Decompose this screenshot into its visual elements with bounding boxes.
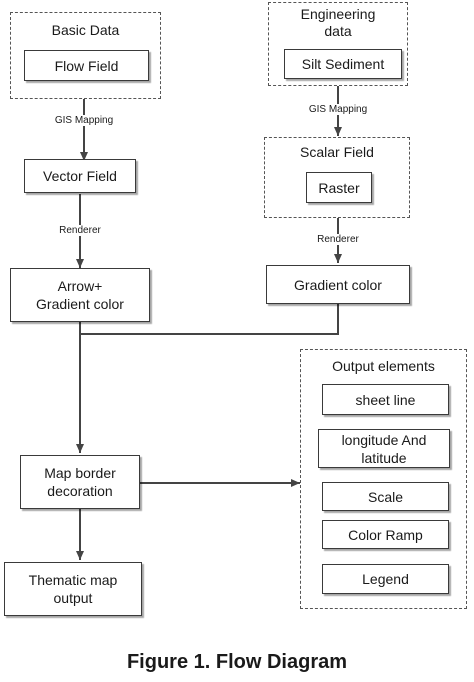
gradient-color-node: Gradient color (266, 265, 410, 304)
engineering-data-title: Engineering data (300, 6, 376, 39)
engineering-data-group: Engineering data (268, 2, 408, 86)
scale-node: Scale (322, 482, 449, 511)
raster-node: Raster (306, 172, 372, 203)
output-elements-group: Output elements (300, 349, 467, 609)
figure-caption: Figure 1. Flow Diagram (126, 651, 348, 673)
flow-field-node: Flow Field (24, 50, 149, 81)
edge-gradient-to-merge (80, 304, 339, 335)
scalar-field-title: Scalar Field (300, 144, 374, 160)
gis-mapping-right-label: GIS Mapping (306, 104, 370, 115)
arrow-gradient-node: Arrow+ Gradient color (10, 268, 150, 322)
basic-data-title: Basic Data (51, 22, 120, 38)
gis-mapping-left-label: GIS Mapping (52, 115, 116, 126)
output-elements-title: Output elements (332, 358, 435, 374)
renderer-right-label: Renderer (315, 234, 361, 245)
renderer-left-label: Renderer (57, 225, 103, 236)
legend-node: Legend (322, 564, 449, 594)
scalar-field-group: Scalar Field (264, 137, 410, 218)
basic-data-group: Basic Data (10, 12, 161, 99)
thematic-output-node: Thematic map output (4, 562, 142, 616)
vector-field-node: Vector Field (24, 159, 136, 193)
silt-sediment-node: Silt Sediment (284, 49, 402, 79)
sheet-line-node: sheet line (322, 384, 449, 415)
longitude-latitude-node: longitude And latitude (318, 429, 450, 468)
map-border-node: Map border decoration (20, 455, 140, 509)
color-ramp-node: Color Ramp (322, 520, 449, 549)
